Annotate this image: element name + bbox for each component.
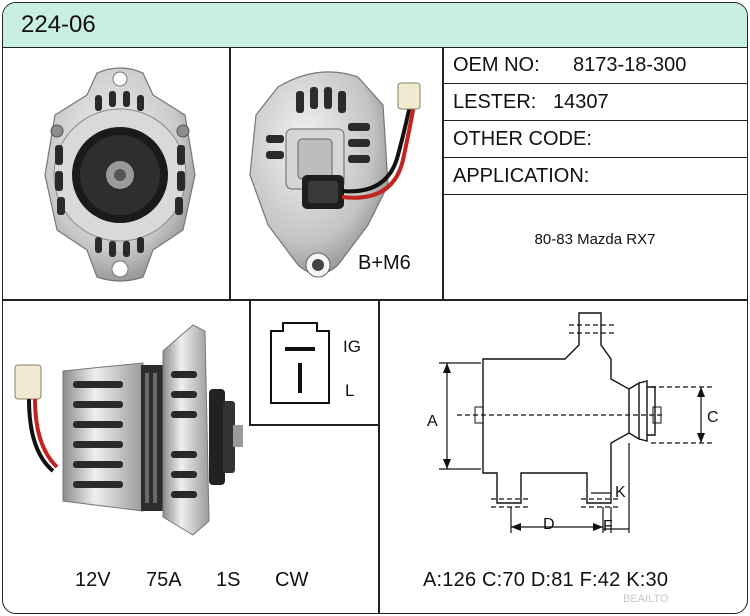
dimension-diagram — [439, 312, 715, 533]
spec-voltage: 12V — [75, 569, 111, 591]
spec-rotation: CW — [275, 569, 309, 591]
alternator-front-photo — [44, 67, 196, 282]
dim-label-k: K — [615, 484, 626, 501]
terminal-label: B+M6 — [358, 252, 411, 274]
header-bar: 224-06 — [3, 3, 747, 48]
grid-divider — [3, 299, 747, 301]
pin-label-ig: IG — [343, 337, 361, 356]
grid-divider — [249, 299, 251, 425]
spec-row-oem: OEM NO: 8173-18-300 — [443, 47, 747, 84]
pin-label-l: L — [345, 381, 355, 400]
spec-row-application: APPLICATION: — [443, 158, 747, 195]
spec-row-lester: LESTER: 14307 — [443, 84, 747, 121]
spec-value: 14307 — [553, 91, 609, 113]
alternator-side-photo — [14, 324, 243, 536]
spec-key: OTHER CODE: — [453, 128, 592, 150]
grid-divider — [378, 299, 380, 613]
part-number-title: 224-06 — [21, 11, 96, 38]
spec-pulley: 1S — [216, 569, 241, 591]
spec-amperage: 75A — [146, 569, 182, 591]
dim-label-d: D — [543, 516, 555, 533]
grid-divider — [249, 424, 379, 426]
alternator-rear-photo — [249, 71, 421, 278]
plug-diagram — [270, 322, 330, 404]
dim-label-a: A — [427, 413, 438, 430]
spec-key: LESTER: — [453, 91, 537, 113]
watermark: BEAILTO — [623, 593, 669, 605]
application-value: 80-83 Mazda RX7 — [534, 231, 656, 248]
dimensions-text: A:126 C:70 D:81 F:42 K:30 — [423, 569, 669, 591]
dim-label-c: C — [707, 409, 719, 426]
dim-label-f: F — [603, 518, 613, 535]
grid-divider — [229, 47, 231, 299]
spec-key: APPLICATION: — [453, 165, 590, 187]
spec-value: 8173-18-300 — [573, 54, 687, 76]
spec-key: OEM NO: — [453, 54, 540, 76]
grid-divider — [442, 47, 444, 299]
spec-row-other-code: OTHER CODE: — [443, 121, 747, 158]
